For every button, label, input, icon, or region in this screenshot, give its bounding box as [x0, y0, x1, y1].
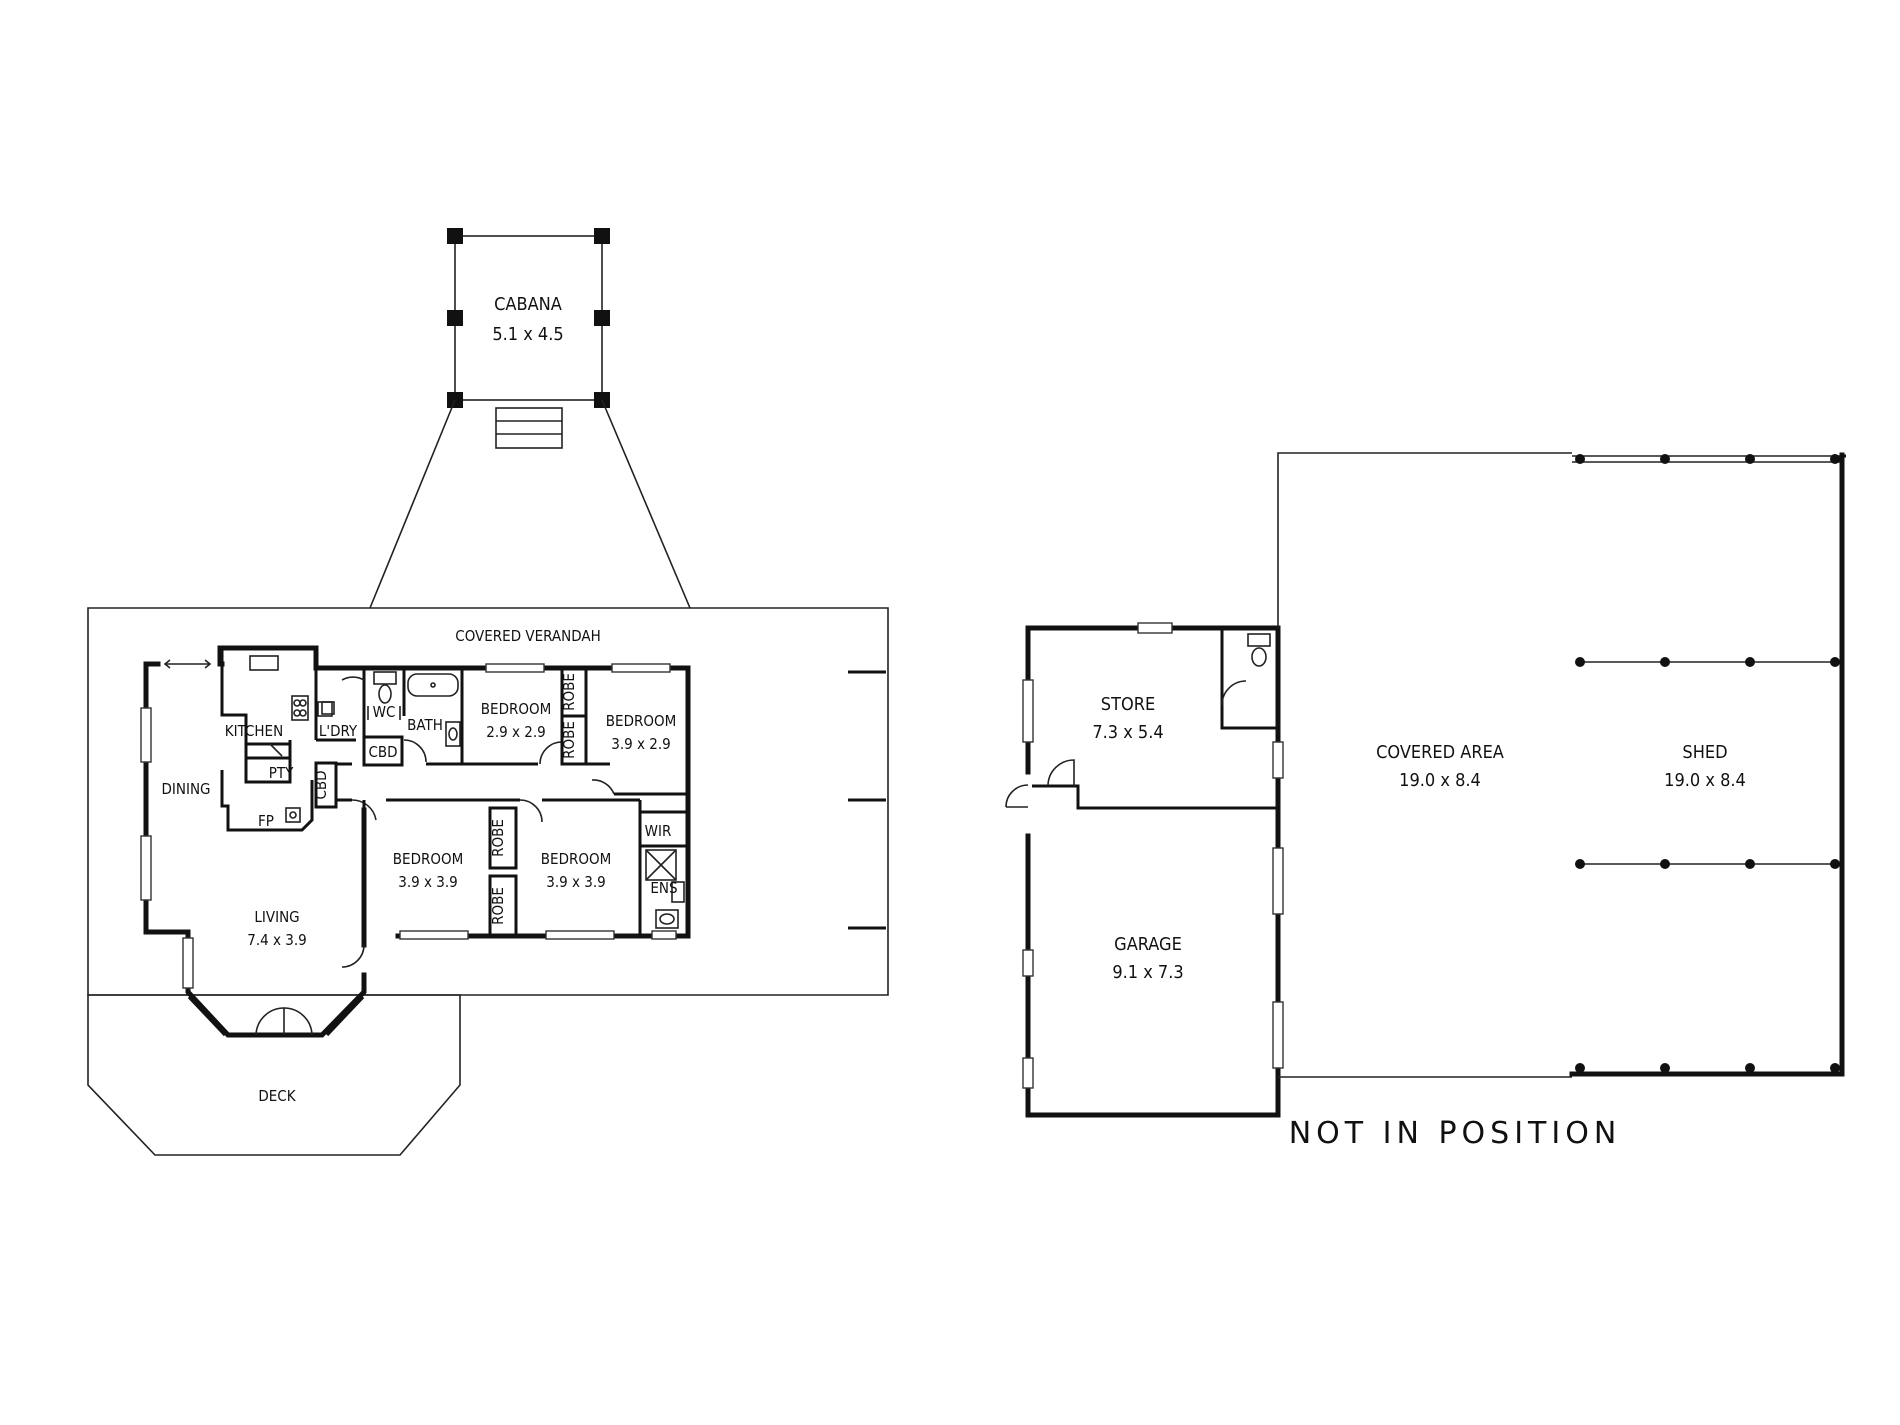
- laundry-label: L'DRY: [319, 722, 358, 740]
- robe-3: ROBE: [488, 806, 518, 870]
- pantry-label: PTY: [269, 764, 294, 782]
- sliding-door: [163, 659, 212, 669]
- wc-label: WC: [373, 703, 396, 721]
- bedroom-1-name: BEDROOM: [481, 700, 551, 718]
- living-name: LIVING: [254, 908, 299, 926]
- bedroom-4-name: BEDROOM: [541, 850, 611, 868]
- cabana-name: CABANA: [494, 294, 562, 315]
- laundry: L'DRY: [316, 701, 358, 742]
- bedroom-4: BEDROOM 3.9 x 3.9: [541, 850, 615, 940]
- house: KITCHEN PTY DINING FP L'DRY CBD: [140, 645, 691, 1038]
- garage-size: 9.1 x 7.3: [1112, 962, 1183, 983]
- shed-name: SHED: [1682, 742, 1727, 763]
- bedroom-2-name: BEDROOM: [606, 712, 676, 730]
- robe-4: ROBE: [488, 874, 518, 938]
- bedroom-4-size: 3.9 x 3.9: [546, 873, 605, 891]
- store-size: 7.3 x 5.4: [1092, 722, 1163, 743]
- verandah: COVERED VERANDAH: [87, 607, 889, 996]
- robe-4-label: ROBE: [489, 887, 507, 925]
- robe-3-label: ROBE: [489, 819, 507, 857]
- garage-building: STORE 7.3 x 5.4 GARAGE 9.1 x 7.3: [1005, 622, 1284, 1118]
- bath-label: BATH: [407, 716, 443, 734]
- bedroom-1-size: 2.9 x 2.9: [486, 723, 545, 741]
- fireplace: FP: [220, 770, 314, 832]
- robe-2-label: ROBE: [560, 721, 578, 759]
- bedroom-3-size: 3.9 x 3.9: [398, 873, 457, 891]
- cupboard-2-label: CBD: [368, 743, 397, 761]
- wir-label: WIR: [645, 822, 672, 840]
- covered-area-size: 19.0 x 8.4: [1399, 770, 1481, 791]
- store-name: STORE: [1101, 694, 1155, 715]
- ensuite-label: ENS: [650, 879, 677, 897]
- kitchen-label: KITCHEN: [225, 722, 283, 740]
- fireplace-label: FP: [258, 812, 274, 830]
- covered-area: COVERED AREA 19.0 x 8.4: [1277, 452, 1572, 1078]
- bedroom-1: BEDROOM 2.9 x 2.9: [481, 663, 551, 741]
- robe-1-label: ROBE: [560, 673, 578, 711]
- bedroom-2-size: 3.9 x 2.9: [611, 735, 670, 753]
- not-in-position-note: NOT IN POSITION: [1289, 1116, 1622, 1151]
- bath: BATH: [403, 668, 464, 764]
- robe-1: ROBE: [560, 666, 588, 718]
- verandah-label: COVERED VERANDAH: [455, 627, 600, 645]
- bedroom-3-name: BEDROOM: [393, 850, 463, 868]
- cupboard-1: CBD: [312, 761, 338, 809]
- wir: WIR: [638, 810, 690, 848]
- shed: SHED 19.0 x 8.4: [1569, 452, 1846, 1077]
- cupboard-2: CBD: [362, 735, 404, 767]
- cabana-size: 5.1 x 4.5: [492, 324, 563, 345]
- cabana: CABANA 5.1 x 4.5: [447, 228, 610, 449]
- deck-label: DECK: [258, 1087, 296, 1105]
- kitchen: KITCHEN: [220, 648, 333, 760]
- deck: DECK: [87, 994, 461, 1156]
- bedroom-3: BEDROOM 3.9 x 3.9: [393, 850, 469, 940]
- robe-2: ROBE: [560, 714, 588, 766]
- garage-name: GARAGE: [1114, 934, 1182, 955]
- bedroom-2: BEDROOM 3.9 x 2.9: [586, 663, 688, 796]
- dining-label: DINING: [162, 780, 211, 798]
- cupboard-1-label: CBD: [312, 770, 330, 799]
- pantry: PTY: [244, 742, 294, 784]
- living-size: 7.4 x 3.9: [247, 931, 306, 949]
- covered-area-name: COVERED AREA: [1376, 742, 1504, 763]
- shed-size: 19.0 x 8.4: [1664, 770, 1746, 791]
- cabana-steps: [495, 407, 563, 449]
- ensuite: ENS: [638, 844, 690, 940]
